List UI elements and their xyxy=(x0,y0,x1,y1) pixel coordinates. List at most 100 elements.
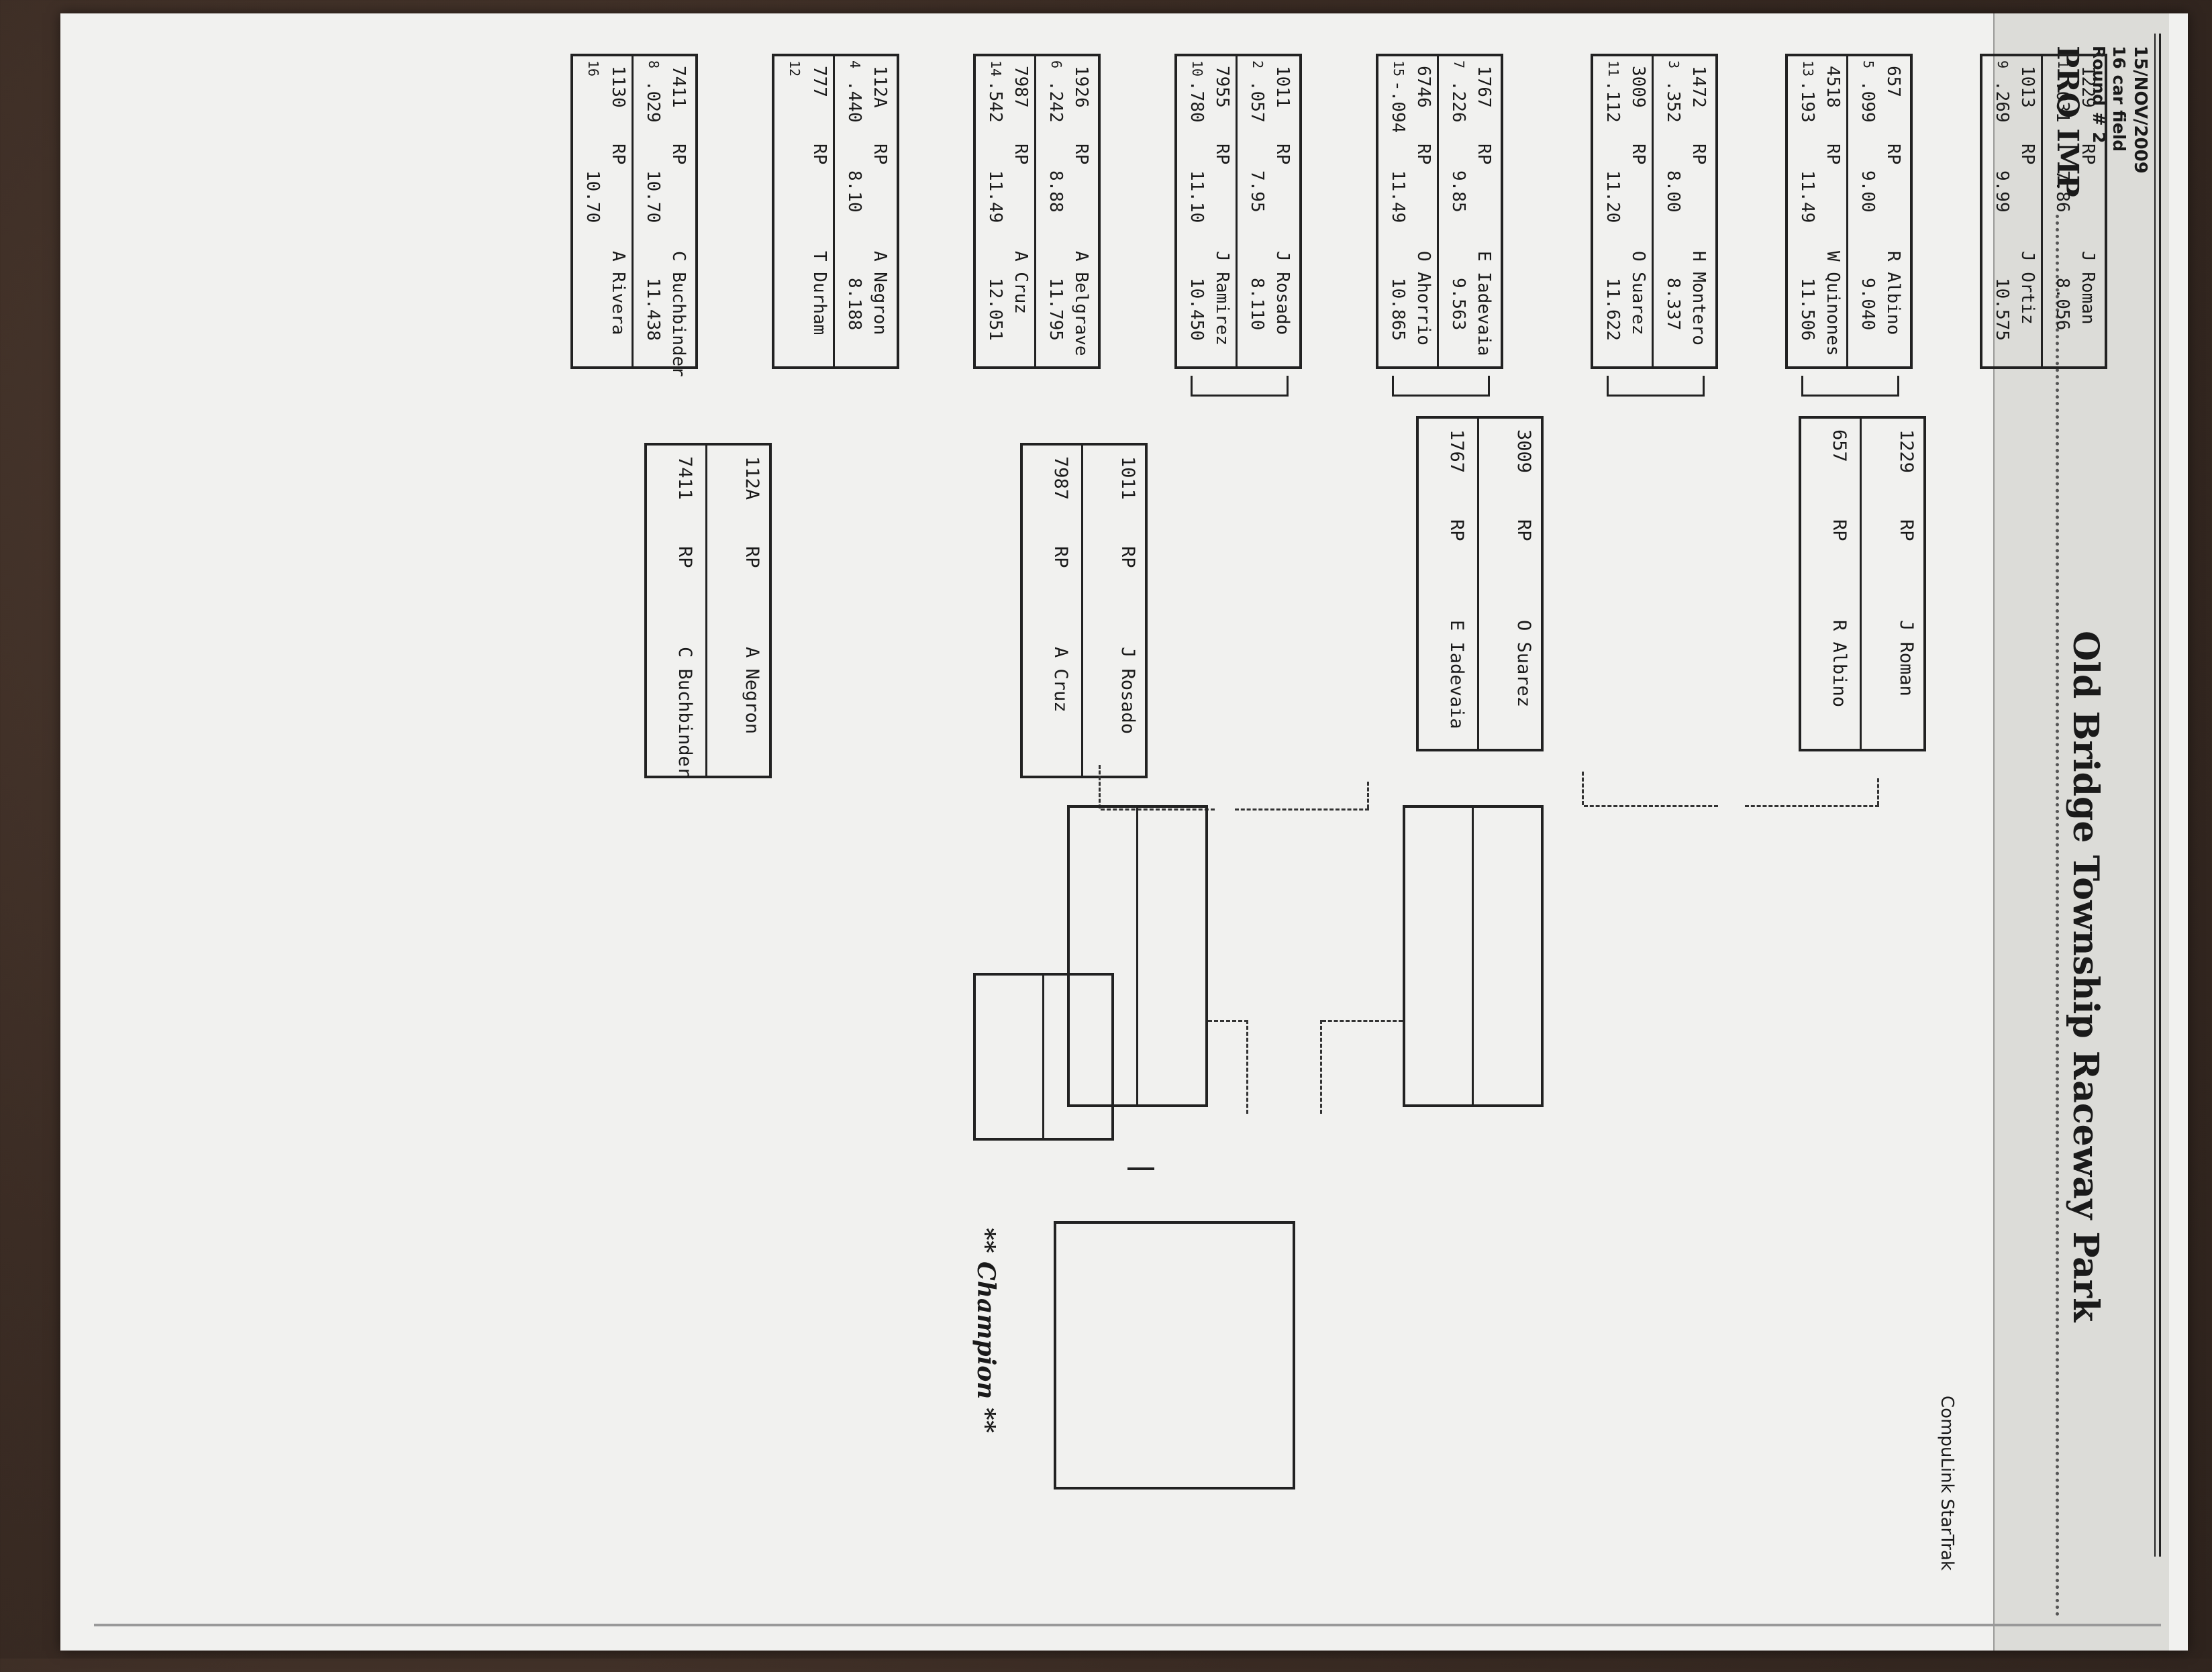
event-title-rule xyxy=(2056,215,2059,1617)
car-field: 16 car field xyxy=(2109,46,2129,152)
elapsed-time: 8.056 xyxy=(2052,278,2072,331)
header-top-rule-2 xyxy=(2154,34,2156,1557)
reaction-time: .057 xyxy=(1247,81,1267,123)
car-class: RP xyxy=(1413,144,1434,165)
elapsed-time: 11.622 xyxy=(1603,278,1623,341)
r3-connector-1h xyxy=(1320,1020,1322,1114)
dial-in: 11.49 xyxy=(1388,170,1408,223)
driver-name: J Rosado xyxy=(1272,251,1293,335)
car-class: RP xyxy=(742,546,762,568)
car-class: RP xyxy=(1272,144,1293,165)
seed: 14 xyxy=(988,60,1004,77)
car-class: RP xyxy=(674,546,695,568)
car-number: 3009 xyxy=(1628,66,1648,108)
r1-divider xyxy=(1652,56,1654,366)
elapsed-time: 8.188 xyxy=(844,278,864,331)
dial-in: 8.88 xyxy=(1046,170,1066,213)
car-number: 1472 xyxy=(1689,66,1709,108)
car-number: 112A xyxy=(742,456,762,501)
r2-connector-3 xyxy=(1367,782,1369,808)
car-class: RP xyxy=(608,144,628,165)
r2-divider xyxy=(705,446,707,776)
seed: 12 xyxy=(787,60,803,77)
car-class: RP xyxy=(2078,144,2098,165)
elapsed-time: 9.040 xyxy=(1858,278,1878,331)
r1-divider xyxy=(1236,56,1238,366)
driver-name: T Durham xyxy=(809,251,830,335)
seed: 8 xyxy=(646,60,662,69)
driver-name: E Iadevaia xyxy=(1474,251,1494,356)
car-number: 6746 xyxy=(1413,66,1434,108)
car-number: 7987 xyxy=(1050,456,1071,501)
r3-box-2-divider xyxy=(1136,808,1138,1104)
seed: 7 xyxy=(1451,60,1467,69)
car-number: 1229 xyxy=(1896,429,1917,474)
car-class: RP xyxy=(1628,144,1648,165)
reaction-time: .226 xyxy=(1448,81,1468,123)
car-class: RP xyxy=(1212,144,1232,165)
car-class: RP xyxy=(1823,144,1843,165)
driver-name: O Ahorrio xyxy=(1413,251,1434,346)
dial-in: 9.00 xyxy=(1858,170,1878,213)
car-number: 1013 xyxy=(2017,66,2038,108)
r1-divider xyxy=(833,56,835,366)
seed: 13 xyxy=(1800,60,1816,77)
dial-in: 8.00 xyxy=(1663,170,1683,213)
driver-name: J Roman xyxy=(2078,251,2098,325)
final-box-divider xyxy=(1042,976,1044,1138)
r1-divider xyxy=(1437,56,1439,366)
r2-connector-1v xyxy=(1745,805,1879,807)
bracket-sheet: 15/NOV/2009 16 car field Round # 2 PRO I… xyxy=(60,13,2188,1672)
seed: 4 xyxy=(847,60,863,69)
reaction-time: .031 xyxy=(2052,81,2072,123)
dial-in: 7.86 xyxy=(2052,170,2072,213)
car-number: 1767 xyxy=(1446,429,1467,474)
driver-name: W Quinones xyxy=(1823,251,1843,356)
dial-in: 11.20 xyxy=(1603,170,1623,223)
car-number: 7411 xyxy=(668,66,689,108)
champion-label: ** Champion ** xyxy=(972,1228,1000,1433)
driver-name: A Cruz xyxy=(1011,251,1031,314)
driver-name: A Negron xyxy=(742,647,762,735)
seed: 9 xyxy=(1995,60,2011,69)
car-number: 1926 xyxy=(1071,66,1091,108)
seed: 10 xyxy=(1189,60,1205,77)
elapsed-time: 10.575 xyxy=(1992,278,2012,341)
r2-connector-3v xyxy=(1235,808,1369,811)
car-number: 112A xyxy=(870,66,890,108)
car-class: RP xyxy=(2017,144,2038,165)
r1-bracket-3 xyxy=(1392,376,1490,397)
car-class: RP xyxy=(1474,144,1494,165)
paper-underlay-edge xyxy=(1993,13,2169,1651)
seed: 2 xyxy=(1250,60,1266,69)
r3-connector-2h xyxy=(1246,1020,1248,1114)
final-box xyxy=(973,973,1114,1141)
r1-divider xyxy=(1846,56,1848,366)
dial-in: 8.10 xyxy=(844,170,864,213)
seed: 11 xyxy=(1605,60,1621,77)
driver-name: O Suarez xyxy=(1628,251,1648,335)
dial-in: 11.49 xyxy=(1797,170,1817,223)
seed: 15 xyxy=(1391,60,1407,77)
driver-name: E Iadevaia xyxy=(1446,620,1467,729)
